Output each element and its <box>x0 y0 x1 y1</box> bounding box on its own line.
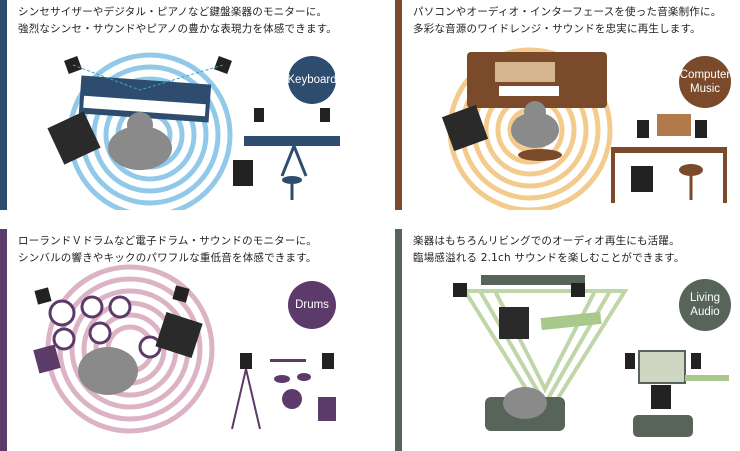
caption-line-1: シンセサイザーやデジタル・ピアノなど鍵盤楽器のモニターに。 <box>18 6 328 18</box>
accent-bar <box>0 229 7 451</box>
caption-line-2: 強烈なシンセ・サウンドやピアノの豊かな表現力を体感できます。 <box>18 23 338 35</box>
caption: シンセサイザーやデジタル・ピアノなど鍵盤楽器のモニターに。 強烈なシンセ・サウン… <box>18 4 337 38</box>
drums-illustration <box>33 264 336 434</box>
caption-line-1: ローランドＶドラムなど電子ドラム・サウンドのモニターに。 <box>18 235 317 247</box>
keyboard-illustration <box>47 52 340 210</box>
badge-keyboard: Keyboard <box>287 56 337 104</box>
caption: パソコンやオーディオ・インターフェースを使った音楽制作に。 多彩な音源のワイドレ… <box>413 4 721 38</box>
accent-bar <box>0 0 7 210</box>
badge-living-audio: Living Audio <box>679 279 731 331</box>
panel-living-audio: 楽器はもちろんリビングでのオーディオ再生にも活躍。 臨場感溢れる 2.1ch サ… <box>395 229 740 451</box>
caption-line-2: シンバルの響きやキックのパワフルな重低音を体感できます。 <box>18 252 317 264</box>
living-audio-illustration <box>453 275 729 437</box>
accent-bar <box>395 229 402 451</box>
panel-computer-music: パソコンやオーディオ・インターフェースを使った音楽制作に。 多彩な音源のワイドレ… <box>395 0 740 210</box>
badge-computer-music: Computer Music <box>679 56 731 108</box>
computer-music-illustration <box>441 47 727 210</box>
caption-line-1: パソコンやオーディオ・インターフェースを使った音楽制作に。 <box>413 6 722 18</box>
caption-line-1: 楽器はもちろんリビングでのオーディオ再生にも活躍。 <box>413 235 680 247</box>
badge-drums: Drums <box>288 281 336 329</box>
caption: 楽器はもちろんリビングでのオーディオ再生にも活躍。 臨場感溢れる 2.1ch サ… <box>413 233 685 267</box>
accent-bar <box>395 0 402 210</box>
panel-keyboard: シンセサイザーやデジタル・ピアノなど鍵盤楽器のモニターに。 強烈なシンセ・サウン… <box>0 0 345 210</box>
panel-drums: ローランドＶドラムなど電子ドラム・サウンドのモニターに。 シンバルの響きやキック… <box>0 229 345 451</box>
caption-line-2: 多彩な音源のワイドレンジ・サウンドを忠実に再生します。 <box>413 23 701 35</box>
caption: ローランドＶドラムなど電子ドラム・サウンドのモニターに。 シンバルの響きやキック… <box>18 233 317 267</box>
caption-line-2: 臨場感溢れる 2.1ch サウンドを楽しむことができます。 <box>413 252 685 264</box>
